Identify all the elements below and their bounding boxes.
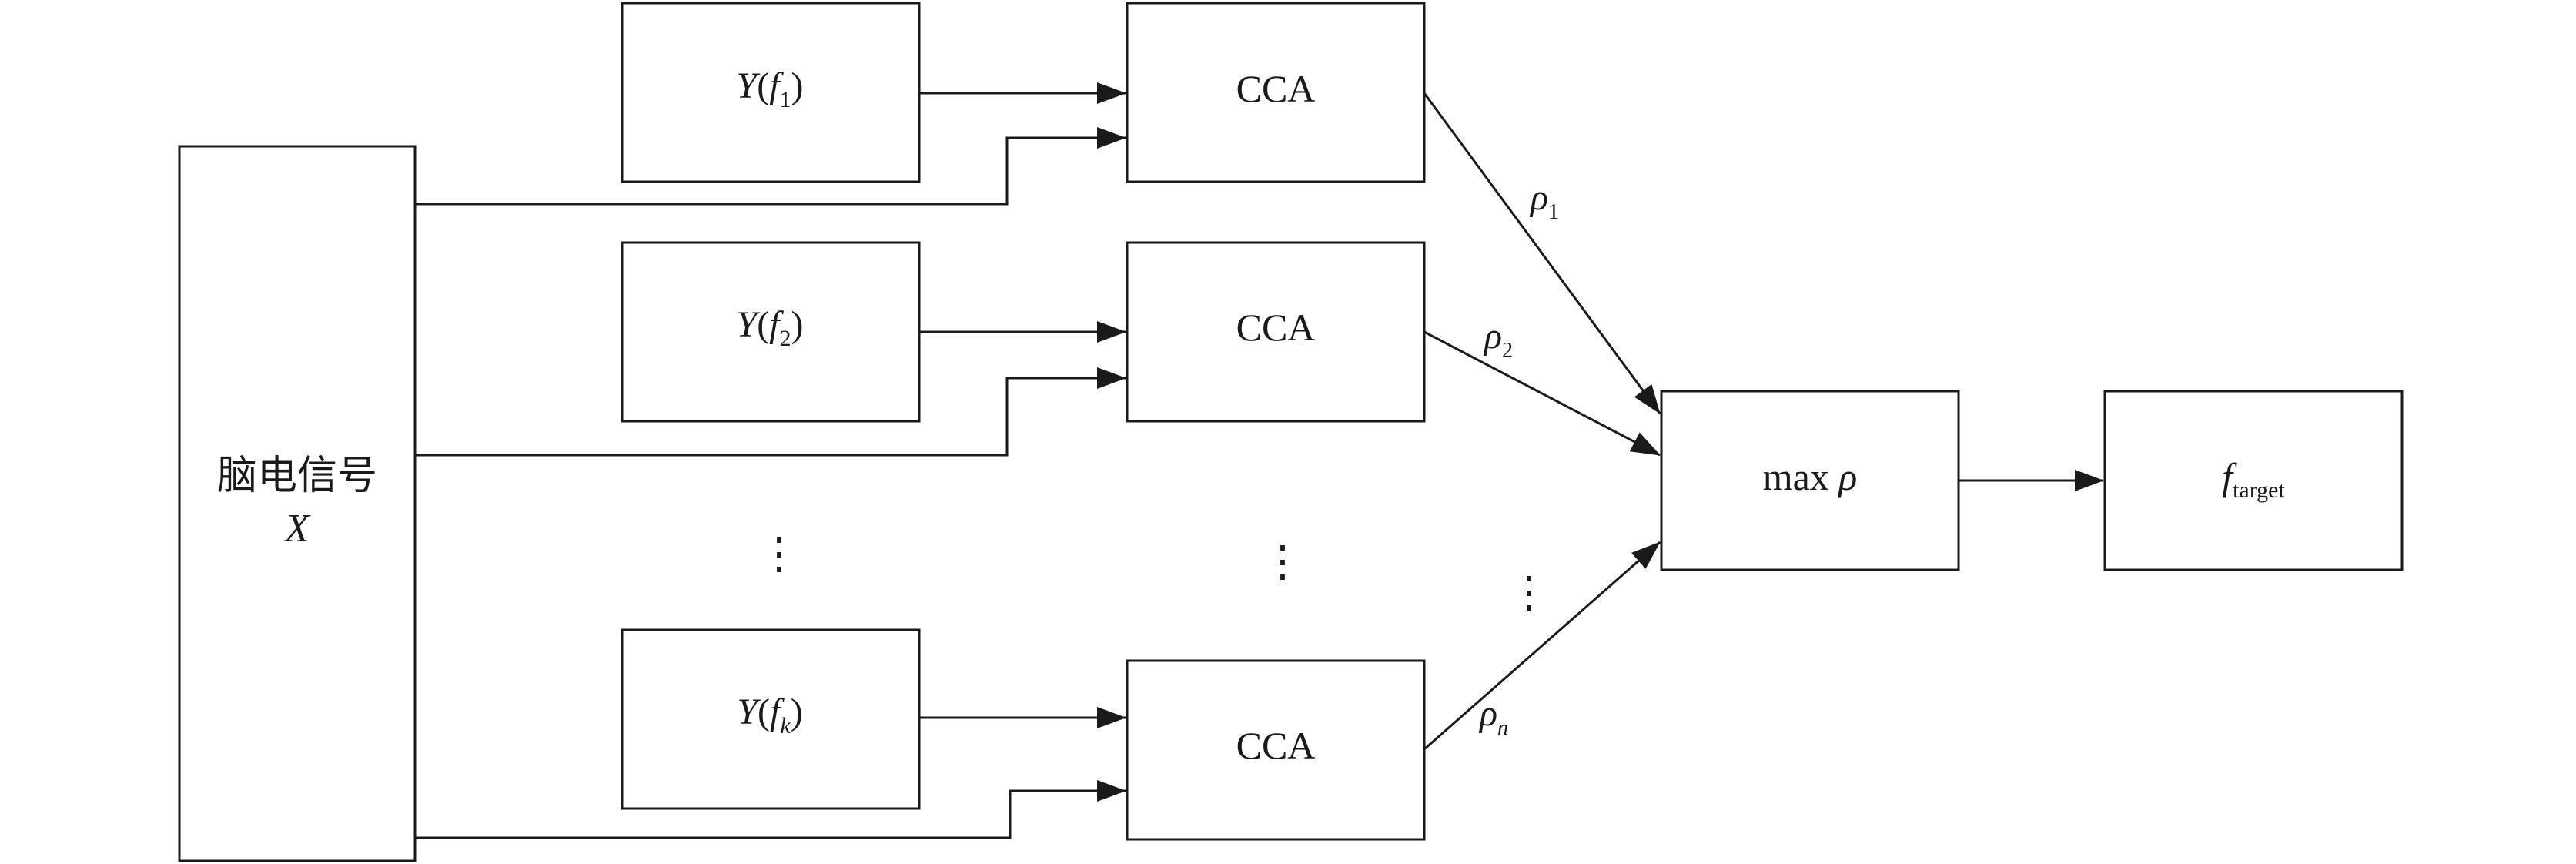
ellipsis-rho: ⋮ xyxy=(1507,569,1551,617)
reference-label: Y(fk) xyxy=(737,692,802,738)
cca-label: CCA xyxy=(1236,306,1316,349)
reference-label: Y(f1) xyxy=(736,65,803,112)
arrow-x-to-cca1 xyxy=(415,127,1126,206)
arrow-x-to-cca2 xyxy=(415,367,1126,457)
cca-box-1: CCA xyxy=(1126,2,1426,183)
input-signal-box: 脑电信号 X xyxy=(178,145,417,862)
max-rho-label: max ρ xyxy=(1763,455,1858,498)
max-rho-box: max ρ xyxy=(1660,390,1960,571)
reference-box-2: Y(f2) xyxy=(621,241,921,423)
rho-label-1: ρ1 xyxy=(1529,177,1559,224)
reference-box-1: Y(f1) xyxy=(621,2,921,183)
cca-label: CCA xyxy=(1236,724,1316,767)
reference-label: Y(f2) xyxy=(736,304,803,351)
arrow-cca2-to-max xyxy=(1423,330,1661,457)
input-label: 脑电信号 xyxy=(217,453,377,499)
rho-label-n: ρn xyxy=(1478,693,1508,740)
output-target-box: ftarget xyxy=(2103,390,2404,571)
rho-label-2: ρ2 xyxy=(1483,316,1513,363)
arrow-cca1-to-max xyxy=(1423,92,1661,414)
ellipsis-cca: ⋮ xyxy=(1261,538,1304,586)
cca-label: CCA xyxy=(1236,67,1316,110)
cca-box-n: CCA xyxy=(1126,659,1426,841)
output-label: ftarget xyxy=(2222,455,2285,503)
input-variable: X xyxy=(283,507,311,551)
cca-box-2: CCA xyxy=(1126,241,1426,423)
ellipsis-references: ⋮ xyxy=(758,531,801,578)
arrow-ccan-to-max xyxy=(1423,541,1661,751)
arrow-x-to-ccan xyxy=(415,780,1126,839)
reference-box-k: Y(fk) xyxy=(621,628,921,810)
